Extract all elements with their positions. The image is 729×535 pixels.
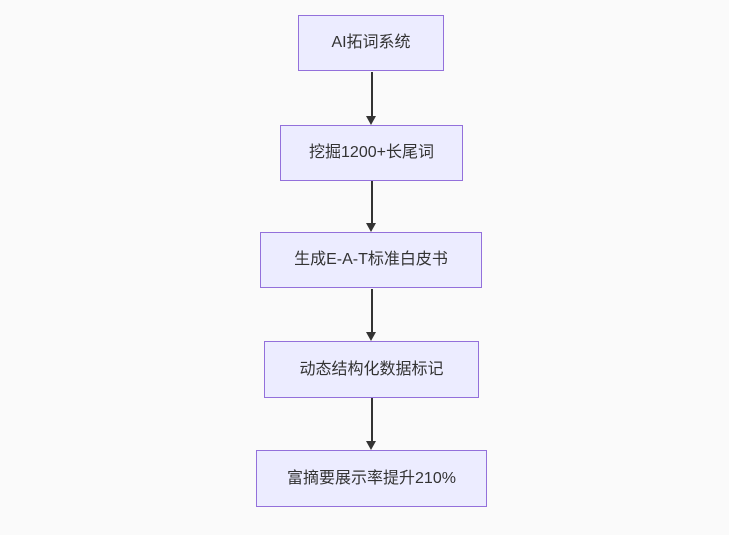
node-label: AI拓词系统 — [331, 34, 411, 52]
arrow-line — [370, 181, 373, 225]
arrow-head-icon — [366, 441, 376, 450]
flow-arrow-3 — [366, 289, 377, 341]
arrow-head-icon — [366, 116, 376, 125]
flow-arrow-4 — [366, 398, 377, 450]
node-label: 富摘要展示率提升210% — [287, 469, 456, 487]
arrow-line — [370, 398, 373, 443]
flow-arrow-2 — [366, 181, 377, 232]
arrow-head-icon — [366, 332, 376, 341]
flow-node-rich-snippet-uplift: 富摘要展示率提升210% — [256, 450, 487, 507]
flow-node-eat-whitepaper: 生成E-A-T标准白皮书 — [260, 232, 482, 288]
flow-node-ai-expansion-system: AI拓词系统 — [298, 15, 444, 71]
flow-node-structured-data-markup: 动态结构化数据标记 — [264, 341, 479, 398]
node-label: 生成E-A-T标准白皮书 — [294, 251, 448, 269]
flow-node-longtail-keyword-mining: 挖掘1200+长尾词 — [280, 125, 463, 181]
arrow-line — [370, 289, 373, 334]
node-label: 挖掘1200+长尾词 — [309, 144, 434, 162]
flow-arrow-1 — [366, 72, 377, 125]
node-label: 动态结构化数据标记 — [299, 360, 444, 378]
arrow-line — [370, 72, 373, 118]
arrow-head-icon — [366, 223, 376, 232]
